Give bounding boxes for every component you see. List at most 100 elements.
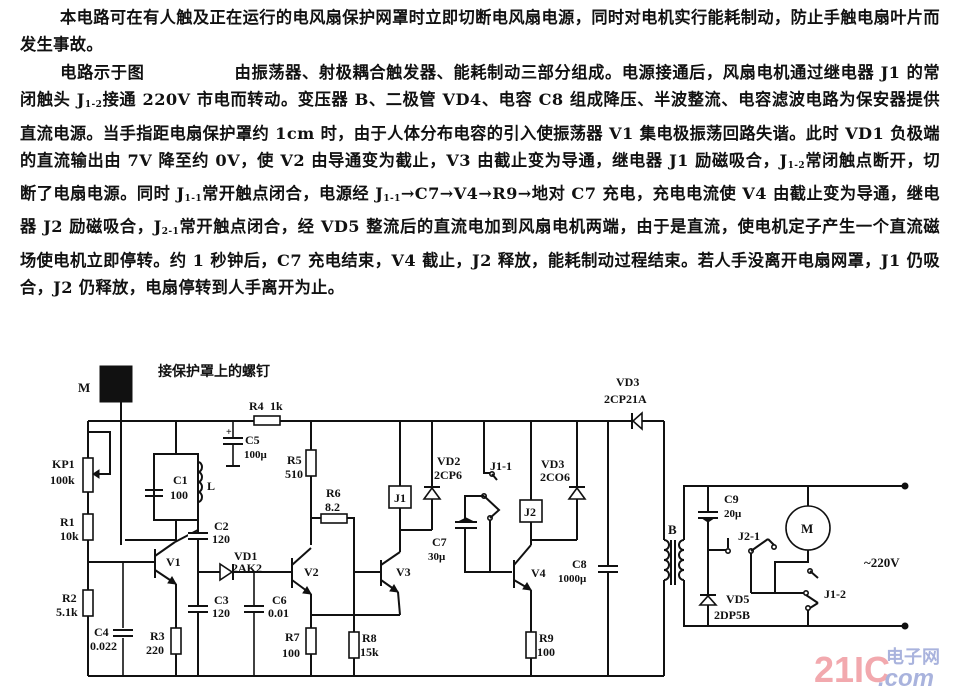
c5-capacitor: + C5 100μ bbox=[223, 421, 268, 467]
vd3b-label: VD3 bbox=[616, 375, 639, 389]
kp1-label: KP1 bbox=[52, 457, 75, 471]
v2-transistor: V2 bbox=[288, 547, 319, 628]
vd1-diode: VD1 2AK2 bbox=[198, 549, 288, 582]
r2-label: R2 bbox=[62, 591, 77, 605]
transformer-b: B bbox=[608, 421, 909, 677]
r5-resistor: R5 510 bbox=[285, 449, 317, 481]
text-fragment: 常开触点闭合，经 VD5 整流后的直流电加到风扇电机两端，由于是直流，使电机定子… bbox=[20, 217, 940, 298]
watermark-logo: 21IC 电子网 .com bbox=[814, 646, 940, 692]
c1-l-tank: C1 100 L bbox=[125, 421, 215, 541]
c5-polarity: + bbox=[226, 427, 232, 438]
kp1-value: 100k bbox=[50, 473, 75, 487]
l-label: L bbox=[207, 479, 215, 493]
c3-label: C3 bbox=[214, 593, 229, 607]
text-fragment: 由振荡器、射极耦合触发器、能耗制动三部分组成。电源接通后，风扇电机通过继电器 J… bbox=[20, 63, 941, 110]
v1-transistor: V1 bbox=[150, 529, 199, 628]
j2-relay-coil: J2 bbox=[519, 421, 543, 540]
text-fragment: →C7→V4→R9→地对 C7 充电，充电电流使 V4 由截止变为导通，继电器 … bbox=[20, 184, 940, 237]
subscript: 1-1 bbox=[383, 194, 401, 205]
c8-value: 1000μ bbox=[558, 573, 587, 585]
sensor-label: M bbox=[78, 380, 90, 395]
r6-resistor: R6 8.2 bbox=[311, 486, 355, 676]
vd1-label: VD1 bbox=[234, 549, 257, 563]
r8-resistor: R8 15k bbox=[348, 631, 379, 659]
r3-resistor: R3 220 bbox=[146, 627, 182, 676]
j2-1-label: J2-1 bbox=[738, 529, 760, 543]
vd2-value: 2CP6 bbox=[434, 468, 462, 482]
j2-1-contact: J2-1 bbox=[708, 529, 777, 593]
j2-label: J2 bbox=[524, 505, 536, 519]
r2-value: 5.1k bbox=[56, 605, 78, 619]
c8-capacitor: C8 1000μ bbox=[558, 421, 618, 676]
r1-resistor: R1 10k bbox=[60, 513, 94, 543]
v3-transistor: V3 bbox=[354, 530, 411, 616]
v3-label: V3 bbox=[396, 565, 411, 579]
text-fragment: 常开触点闭合，电源经 J bbox=[202, 184, 384, 204]
v4-transistor: V4 bbox=[513, 540, 546, 632]
j1-label: J1 bbox=[394, 491, 406, 505]
watermark-cn: 电子网 bbox=[886, 646, 940, 667]
v4-label: V4 bbox=[531, 566, 546, 580]
c2-value: 120 bbox=[212, 532, 230, 546]
c7-label: C7 bbox=[432, 535, 447, 549]
c9-label: C9 bbox=[724, 492, 739, 506]
r7-resistor: R7 100 bbox=[282, 627, 317, 676]
r9-value: 100 bbox=[537, 645, 555, 659]
j1-2-contact: J1-2 bbox=[751, 567, 846, 626]
vd2-diode: VD2 2CP6 bbox=[400, 421, 462, 531]
c6-value: 0.01 bbox=[268, 606, 289, 620]
sensor-plate: M 接保护罩上的螺钉 bbox=[78, 363, 270, 545]
r4-resistor: R4 1k bbox=[249, 399, 283, 426]
j1-1-contact: J1-1 bbox=[480, 421, 512, 572]
vd3-rectifier-diode: VD3 2CP21A bbox=[604, 375, 664, 431]
r3-label: R3 bbox=[150, 629, 165, 643]
text-fragment: 电路示于图 bbox=[60, 63, 145, 82]
v2-label: V2 bbox=[304, 565, 319, 579]
c3-value: 120 bbox=[212, 606, 230, 620]
subscript: 1-2 bbox=[84, 100, 103, 111]
c4-value: 0.022 bbox=[90, 639, 117, 653]
c2-label: C2 bbox=[214, 519, 229, 533]
vd2-label: VD2 bbox=[437, 454, 460, 468]
c1-label: C1 bbox=[173, 473, 188, 487]
r6-value: 8.2 bbox=[325, 500, 340, 514]
c7-capacitor: C7 30μ bbox=[428, 495, 512, 573]
r1-label: R1 bbox=[60, 515, 75, 529]
r6-label: R6 bbox=[326, 486, 341, 500]
c4-label: C4 bbox=[94, 625, 109, 639]
c9-capacitor: C9 20μ bbox=[698, 486, 742, 626]
c5-value: 100μ bbox=[244, 449, 268, 461]
c4-capacitor: C4 0.022 bbox=[90, 562, 133, 676]
r8-label: R8 bbox=[362, 631, 377, 645]
r3-value: 220 bbox=[146, 643, 164, 657]
c7-value: 30μ bbox=[428, 551, 446, 563]
r9-resistor: R9 100 bbox=[525, 631, 555, 676]
c1-value: 100 bbox=[170, 488, 188, 502]
c3-capacitor: C3 120 bbox=[188, 593, 230, 620]
r5-label: R5 bbox=[287, 453, 302, 467]
c2-capacitor: C2 120 bbox=[188, 519, 230, 546]
j1-2-label: J1-2 bbox=[824, 587, 846, 601]
vd3a-value: 2CO6 bbox=[540, 470, 570, 484]
c8-label: C8 bbox=[572, 557, 587, 571]
vd5-diode: VD5 2DP5B bbox=[698, 592, 750, 622]
vd5-value: 2DP5B bbox=[714, 608, 750, 622]
r7-label: R7 bbox=[285, 630, 300, 644]
vd5-label: VD5 bbox=[726, 592, 749, 606]
text-fragment: 常闭触点断开，切断了电扇电源。同时 J bbox=[20, 150, 940, 204]
vd3b-value: 2CP21A bbox=[604, 392, 647, 406]
c6-label: C6 bbox=[272, 593, 287, 607]
b-label: B bbox=[668, 522, 677, 537]
r1-value: 10k bbox=[60, 529, 79, 543]
text-fragment: 接通 220V 市电而转动。变压器 B、二极管 VD4、电容 C8 组成降压、半… bbox=[20, 90, 941, 170]
r5-value: 510 bbox=[285, 467, 303, 481]
r9-label: R9 bbox=[539, 631, 554, 645]
mains-voltage-label: ~220V bbox=[864, 555, 900, 570]
watermark-brand: 21IC bbox=[814, 649, 890, 690]
vd1-value: 2AK2 bbox=[232, 561, 262, 575]
paragraph-description: 电路示于图由振荡器、射极耦合触发器、能耗制动三部分组成。电源接通后，风扇电机通过… bbox=[20, 59, 940, 301]
watermark-domain: .com bbox=[878, 665, 934, 692]
vd3a-label: VD3 bbox=[541, 457, 564, 471]
j1-relay-coil: J1 bbox=[388, 421, 412, 530]
